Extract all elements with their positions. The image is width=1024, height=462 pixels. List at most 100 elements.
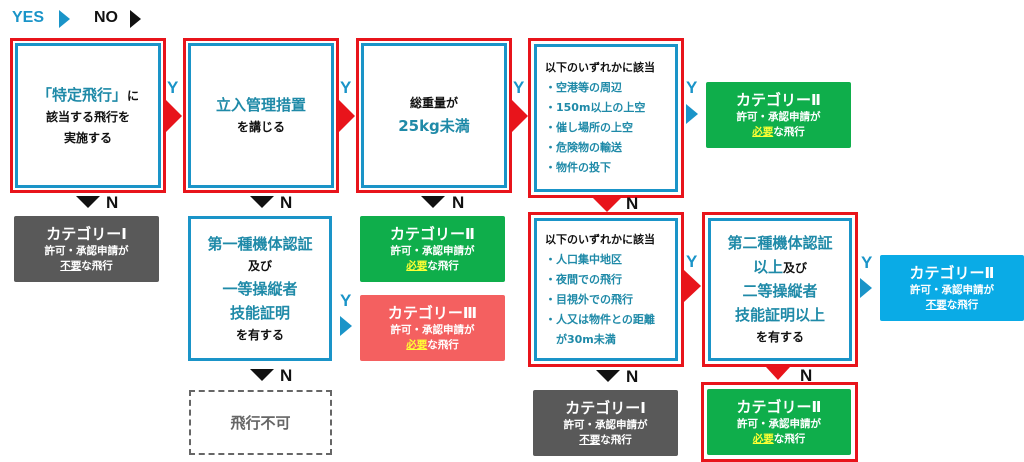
n-label: N [452, 193, 465, 212]
yes-arrow-icon [684, 270, 701, 302]
yes-arrow-icon [339, 100, 355, 132]
q1-highlight [10, 38, 166, 193]
q6-item: ・人口集中地区 [545, 252, 622, 266]
q3-weight: 総重量が 25kg未満 [361, 43, 507, 188]
q7-class2-cert: 第二種機体認証 以上及び 二等操縦者 技能証明以上 を有する [708, 218, 852, 361]
q7-d: 二等操縦者 [742, 282, 818, 300]
legend-yes: YES [12, 9, 45, 26]
q4-highlight [528, 38, 684, 198]
n-label: N [626, 367, 639, 386]
q7-b: 以上 [752, 258, 783, 276]
q5-class1-cert: 第一種機体認証 及び 一等操縦者 技能証明 を有する [188, 216, 332, 361]
category-1: カテゴリーⅠ 許可・承認申請が 不要な飛行 [533, 390, 678, 456]
legend-yes-arrow-icon [59, 10, 70, 28]
q1-d: 実施する [63, 130, 112, 145]
q6-conditions: 以下のいずれかに該当 ・人口集中地区 ・夜間での飛行 ・目視外での飛行 ・人又は… [534, 218, 678, 361]
q7-highlight [702, 212, 858, 367]
q1-a: 「特定飛行」 [36, 85, 127, 104]
cat-line: 許可・承認申請が [390, 245, 475, 257]
cat-name: カテゴリーⅢ [387, 304, 478, 322]
q4-item: ・空港等の周辺 [545, 81, 622, 94]
legend-no-arrow-icon [130, 10, 141, 28]
q4-item: ・物件の投下 [545, 161, 611, 174]
cat-name: カテゴリーⅡ [390, 225, 475, 243]
category-2-required: カテゴリーⅡ 許可・承認申請が 必要な飛行 [360, 216, 505, 282]
q1-b: に [127, 88, 140, 103]
n-label: N [106, 193, 119, 212]
q1-c: 該当する飛行を [45, 109, 130, 124]
cat-rest: な飛行 [427, 339, 459, 351]
no-arrow-icon [76, 196, 100, 208]
cat-rest: な飛行 [600, 434, 632, 446]
n-label: N [800, 366, 813, 385]
q2-access-control: 立入管理措置 を講じる [188, 43, 334, 188]
cat-rest: な飛行 [427, 260, 459, 272]
yes-arrow-icon [340, 316, 352, 336]
yes-arrow-icon [686, 104, 698, 124]
cat-name: カテゴリーⅠ [46, 225, 127, 243]
q6-highlight [528, 212, 684, 367]
q5-a: 第一種機体認証 [207, 234, 313, 253]
category-3: カテゴリーⅢ 許可・承認申請が 必要な飛行 [360, 295, 505, 361]
q6-head: 以下のいずれかに該当 [545, 232, 655, 246]
q2-highlight [183, 38, 339, 193]
q4-item: ・150m以上の上空 [545, 101, 646, 114]
cat-line: 許可・承認申請が [563, 419, 648, 431]
y-label: Y [340, 291, 352, 310]
no-arrow-icon [596, 370, 620, 382]
category-2-required: カテゴリーⅡ 許可・承認申請が 必要な飛行 [706, 82, 851, 148]
n-label: N [626, 194, 639, 213]
cat-em: 不要 [60, 260, 82, 272]
yes-arrow-icon [166, 100, 182, 132]
category-1: カテゴリーⅠ 許可・承認申請が 不要な飛行 [14, 216, 159, 282]
q5-b: 及び [247, 258, 272, 273]
q6-item: ・人又は物件との距離 [545, 312, 655, 326]
y-label: Y [861, 253, 873, 272]
cat-name: カテゴリーⅡ [736, 91, 821, 109]
q4-head: 以下のいずれかに該当 [545, 61, 655, 74]
yes-arrow-icon [512, 100, 528, 132]
cat-name: カテゴリーⅡ [736, 398, 822, 416]
q7-f: を有する [755, 330, 804, 344]
legend-no: NO [94, 9, 118, 26]
no-flight-box: 飛行不可 [189, 390, 332, 455]
category-2-not-required: カテゴリーⅡ 許可・承認申請が 不要な飛行 [880, 255, 1024, 321]
y-label: Y [513, 78, 525, 97]
q3-b: 25kg未満 [398, 117, 470, 135]
cat-em: 不要 [579, 434, 601, 446]
cat-line: 許可・承認申請が [910, 284, 994, 296]
cat-line: 許可・承認申請が [44, 245, 129, 257]
q7-e: 技能証明以上 [734, 306, 825, 324]
y-label: Y [340, 78, 352, 97]
cat-rest: な飛行 [946, 299, 979, 311]
y-label: Y [167, 78, 179, 97]
y-label: Y [686, 252, 698, 271]
cat-em: 必要 [406, 260, 428, 272]
n-label: N [280, 366, 293, 385]
q6-item: ・夜間での飛行 [545, 272, 622, 286]
q4-conditions: 以下のいずれかに該当 ・空港等の周辺 ・150m以上の上空 ・催し場所の上空 ・… [534, 44, 678, 192]
cat-line: 許可・承認申請が [390, 324, 475, 336]
q4-item: ・危険物の輸送 [545, 141, 622, 154]
cat-name: カテゴリーⅠ [565, 399, 646, 417]
q6-item: が30m未満 [545, 332, 616, 346]
cat-em: 必要 [752, 126, 774, 138]
y-label: Y [686, 78, 698, 97]
q2-b: を講じる [236, 120, 285, 134]
no-arrow-icon [766, 367, 790, 380]
n-label: N [280, 193, 293, 212]
cat-em: 必要 [752, 433, 774, 445]
q5-e: を有する [235, 327, 284, 342]
q4-item: ・催し場所の上空 [545, 121, 633, 134]
cat-em: 必要 [406, 339, 428, 351]
cat-rest: な飛行 [773, 433, 806, 445]
cat-name: カテゴリーⅡ [909, 264, 995, 282]
cat2-bottom-highlight [701, 382, 858, 462]
q7-a: 第二種機体認証 [727, 234, 833, 252]
no-arrow-icon [593, 198, 621, 212]
q3-highlight [356, 38, 512, 193]
no-arrow-icon [250, 196, 274, 208]
cat-rest: な飛行 [773, 126, 805, 138]
yes-arrow-icon [860, 278, 872, 298]
category-2-required: カテゴリーⅡ 許可・承認申請が 必要な飛行 [707, 389, 851, 455]
